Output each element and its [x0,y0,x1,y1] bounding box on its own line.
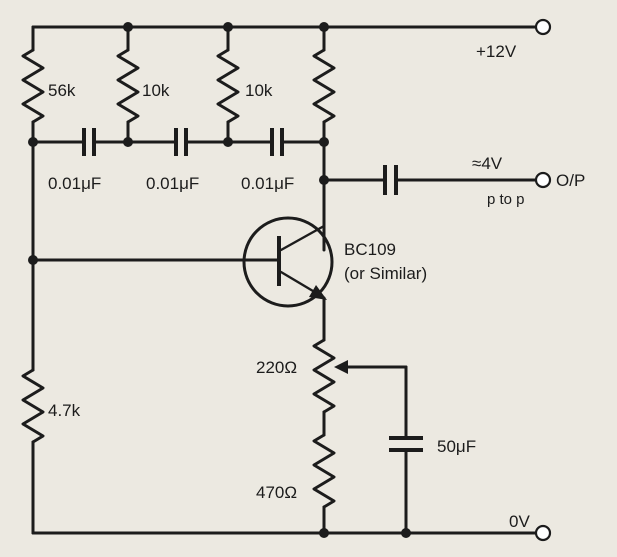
r-pot-label: 220Ω [256,358,297,377]
junction-dot [319,137,329,147]
r-bias-label: 4.7k [48,401,81,420]
resistor-4k7-icon [21,368,45,444]
collector-resistor-icon [312,48,336,124]
output-label: O/P [556,171,585,190]
left-bus: 56k 4.7k [21,25,81,535]
resistor-56k-icon [21,48,45,124]
supply-rail: +12V [31,18,552,61]
resistor-10k-icon [116,48,140,124]
r3-label: 10k [245,81,273,100]
resistor-470-icon [312,433,336,509]
supply-label: +12V [476,42,517,61]
wiper-arrow-icon [334,360,348,374]
c3-label: 0.01μF [241,174,294,193]
transistor-note-label: (or Similar) [344,264,427,283]
supply-terminal-icon[interactable] [534,18,552,36]
ground-label: 0V [509,512,530,531]
resistor-10k-icon [216,48,240,124]
rc-ladder-resistors: 10k 10k [116,25,336,147]
collector-output: O/P ≈4V p to p [319,120,585,252]
ground-terminal-icon[interactable] [534,524,552,542]
output-amplitude-label: ≈4V [472,154,503,173]
r2-label: 10k [142,81,170,100]
rc-ladder-capacitors: 0.01μF 0.01μF 0.01μF [31,128,326,193]
transistor-label: BC109 [344,240,396,259]
output-unit-label: p to p [487,191,525,208]
c1-label: 0.01μF [48,174,101,193]
potentiometer-220-icon [312,338,336,414]
c-bypass-label: 50μF [437,437,476,456]
c2-label: 0.01μF [146,174,199,193]
r1-label: 56k [48,81,76,100]
emitter-chain: 220Ω 470Ω 50μF [256,338,476,535]
npn-transistor-icon: BC109 (or Similar) [31,216,427,342]
ground-rail: 0V [31,512,552,542]
r-emitter-label: 470Ω [256,483,297,502]
output-terminal-icon[interactable] [534,171,552,189]
